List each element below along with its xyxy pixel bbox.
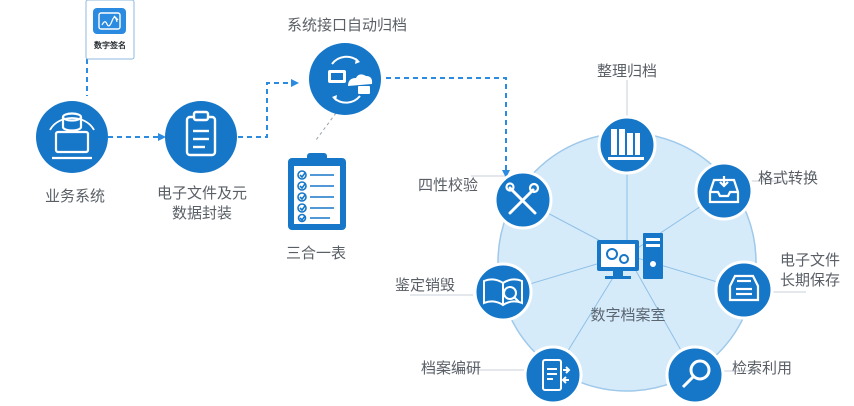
search-label: 检索利用: [732, 359, 792, 377]
sync-cloud-icon: [328, 55, 373, 104]
appraise-node[interactable]: [473, 262, 533, 322]
signature-card-icon: [98, 12, 121, 30]
archive-box-icon: [728, 274, 760, 302]
longterm-label-1: 电子文件: [780, 251, 840, 269]
format-node[interactable]: [694, 161, 754, 221]
business-system-label: 业务系统: [45, 187, 105, 205]
signature-label: 数字签名: [94, 40, 126, 50]
interface-archive-node[interactable]: [309, 43, 381, 115]
organize-node[interactable]: [597, 115, 657, 175]
file-package-label-1: 电子文件及元: [157, 184, 247, 202]
compile-label: 档案编研: [421, 359, 481, 377]
file-package-node[interactable]: [165, 101, 237, 173]
format-label: 格式转换: [758, 169, 818, 187]
organize-label: 整理归档: [597, 62, 657, 80]
file-package-label-2: 数据封装: [172, 204, 232, 222]
appraise-label: 鉴定销毁: [395, 276, 455, 294]
verify-label: 四性校验: [418, 176, 478, 194]
longterm-label-2: 长期保存: [780, 271, 840, 289]
digital-archive-center[interactable]: [597, 233, 663, 279]
package-to-interface-arrow: [238, 79, 299, 138]
verify-node[interactable]: [493, 170, 553, 230]
checklist-icon: [288, 153, 346, 230]
checklist-label: 三合一表: [286, 244, 346, 262]
inbox-tray-icon: [708, 176, 740, 204]
checklist-node[interactable]: [288, 153, 346, 230]
magnifier-icon: [681, 359, 711, 389]
digital-archive-label: 数字档案室: [590, 306, 665, 324]
digital-signature-card: 数字签名: [85, 0, 135, 60]
clipboard-icon: [185, 110, 217, 157]
interface-to-archive-arrow: [386, 77, 510, 178]
tools-icon: [505, 182, 540, 215]
computer-database-icon: [49, 112, 95, 160]
compile-node[interactable]: [523, 345, 583, 405]
flow-connectors: [86, 59, 510, 178]
longterm-node[interactable]: [714, 260, 774, 320]
mobile-document-icon: [542, 359, 571, 391]
book-search-icon: [483, 278, 523, 307]
business-system-node[interactable]: [36, 101, 108, 173]
desktop-computer-icon: [597, 233, 663, 279]
interface-archive-label: 系统接口自动归档: [287, 16, 407, 34]
search-node[interactable]: [665, 345, 725, 405]
interface-checklist-connector: [315, 112, 337, 141]
binders-icon: [608, 129, 644, 160]
